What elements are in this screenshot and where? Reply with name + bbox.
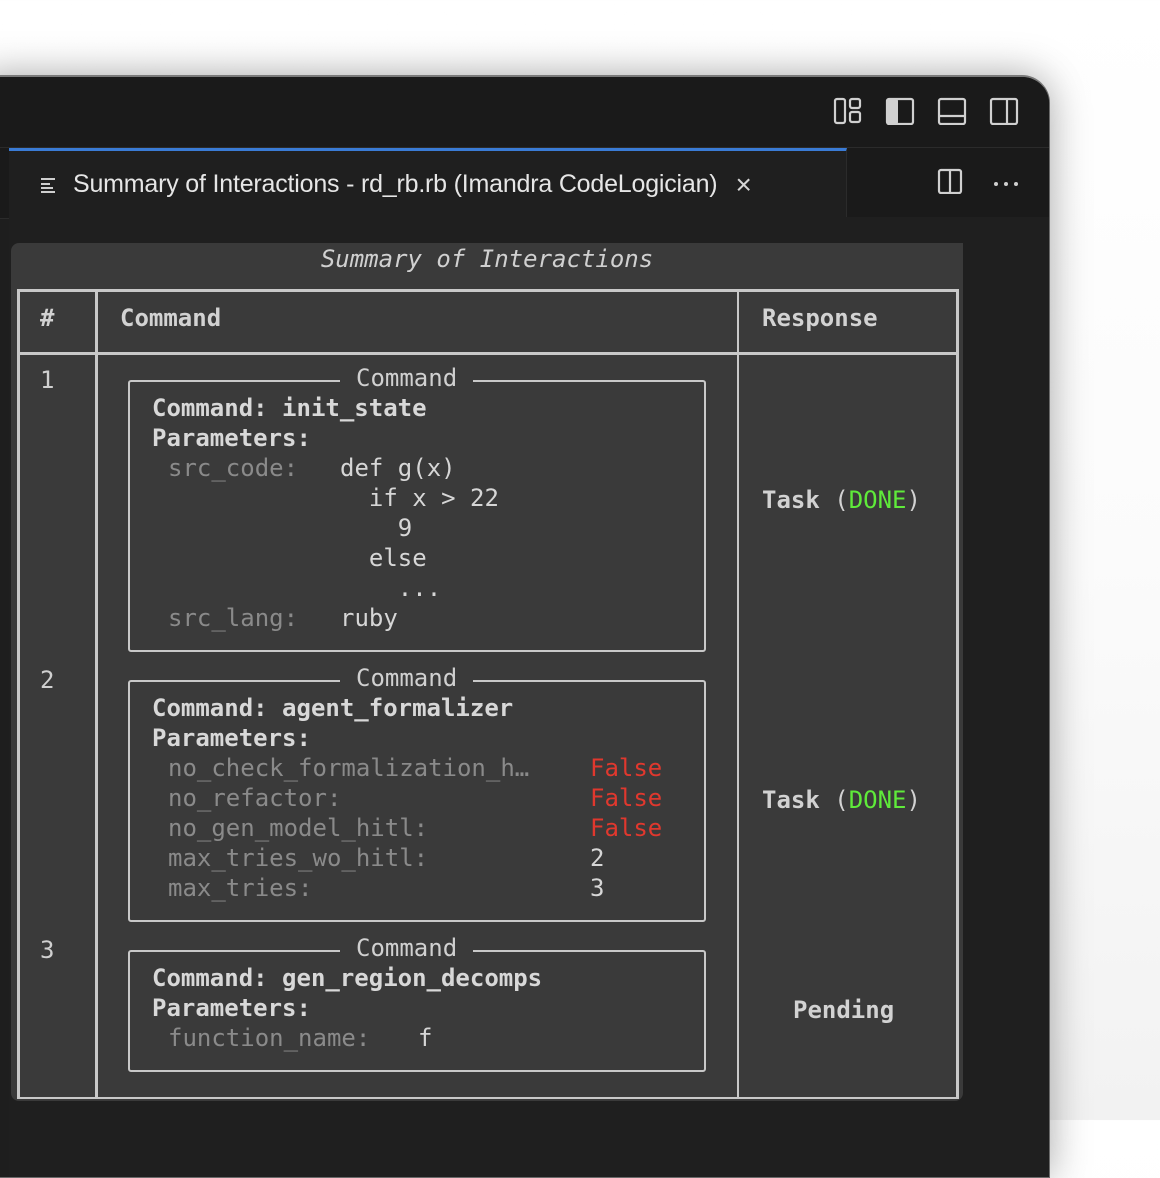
command-name: Command: agent_formalizer <box>152 694 514 722</box>
done-badge: DONE <box>848 486 907 514</box>
done-badge: DONE <box>848 786 907 814</box>
command-box: Command Command: gen_region_decomps Para… <box>128 934 706 1072</box>
command-box: Command Command: agent_formalizer Parame… <box>128 664 706 922</box>
more-actions-icon[interactable] <box>993 175 1019 193</box>
tab-summary-of-interactions[interactable]: Summary of Interactions - rd_rb.rb (Iman… <box>9 148 847 218</box>
tab-title: Summary of Interactions - rd_rb.rb (Iman… <box>73 170 718 198</box>
box-label: Command <box>340 364 474 392</box>
customize-layout-icon[interactable] <box>833 97 863 125</box>
param-value: False <box>590 784 663 812</box>
interactions-table: # Command Response 1 Command Command: in… <box>17 289 959 1099</box>
response-status: Task (DONE) <box>762 486 921 514</box>
column-divider <box>95 292 98 1097</box>
row-number: 2 <box>40 666 55 694</box>
column-divider <box>737 292 739 1097</box>
editor-actions <box>937 168 1019 199</box>
parameters-label: Parameters: <box>152 424 311 452</box>
param-key: max_tries: <box>168 874 313 902</box>
header-response: Response <box>762 304 878 332</box>
param-value: ruby <box>340 604 398 632</box>
row-number: 1 <box>40 366 55 394</box>
param-key: no_refactor: <box>168 784 342 812</box>
param-value: False <box>590 754 663 782</box>
parameters-label: Parameters: <box>152 994 311 1022</box>
command-name: Command: init_state <box>152 394 427 422</box>
row-number: 3 <box>40 936 55 964</box>
param-value: 2 <box>590 844 605 872</box>
vscode-window: Summary of Interactions - rd_rb.rb (Iman… <box>0 75 1050 1178</box>
toggle-secondary-sidebar-icon[interactable] <box>989 97 1019 125</box>
close-icon[interactable]: × <box>735 168 752 200</box>
title-bar <box>0 77 1049 147</box>
response-status-pending: Pending <box>793 996 895 1024</box>
toggle-primary-sidebar-icon[interactable] <box>885 97 915 125</box>
table-header: # Command Response <box>20 292 956 355</box>
summary-panel: Summary of Interactions # Command Respon… <box>11 243 963 1101</box>
param-value: else <box>340 544 427 572</box>
panel-title: Summary of Interactions <box>320 245 654 273</box>
param-key: max_tries_wo_hitl: <box>168 844 429 872</box>
param-value: 9 <box>340 514 413 542</box>
preview-lines-icon <box>41 177 55 193</box>
param-key: function_name: <box>168 1024 371 1052</box>
param-key: no_gen_model_hitl: <box>168 814 429 842</box>
header-command: Command <box>120 304 222 332</box>
param-key: no_check_formalization_h… <box>168 754 530 782</box>
box-label: Command <box>340 934 474 962</box>
box-label: Command <box>340 664 474 692</box>
editor-area: Summary of Interactions # Command Respon… <box>9 217 1049 1177</box>
header-num: # <box>40 304 55 332</box>
param-value: f <box>418 1024 433 1052</box>
command-box: Command Command: init_state Parameters: … <box>128 364 706 652</box>
split-editor-icon[interactable] <box>937 168 963 199</box>
tab-bar: Summary of Interactions - rd_rb.rb (Iman… <box>0 147 1049 219</box>
param-key: src_code: <box>168 454 299 482</box>
parameters-label: Parameters: <box>152 724 311 752</box>
param-value: False <box>590 814 663 842</box>
toggle-panel-icon[interactable] <box>937 97 967 125</box>
response-status: Task (DONE) <box>762 786 921 814</box>
param-value: ... <box>340 574 442 602</box>
param-value: def g(x) <box>340 454 456 482</box>
command-name: Command: gen_region_decomps <box>152 964 543 992</box>
param-value: if x > 22 <box>340 484 499 512</box>
param-key: src_lang: <box>168 604 299 632</box>
param-value: 3 <box>590 874 605 902</box>
layout-controls <box>833 97 1019 125</box>
